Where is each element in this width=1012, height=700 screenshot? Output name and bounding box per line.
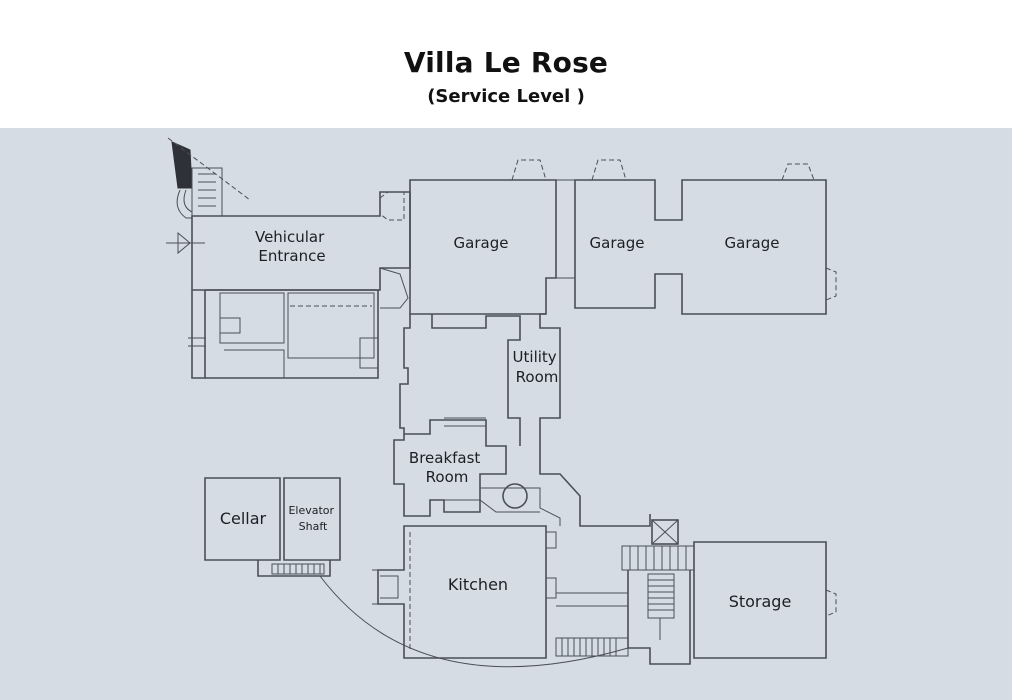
- storage-walls: [693, 541, 827, 659]
- label-breakfast-room: Breakfast Room: [409, 449, 485, 486]
- plan-subtitle: (Service Level ): [427, 86, 585, 107]
- passage-arc: [319, 575, 629, 668]
- label-kitchen: Kitchen: [448, 575, 508, 594]
- label-elevator-shaft: Elevator Shaft: [288, 504, 337, 533]
- label-cellar: Cellar: [220, 509, 267, 528]
- central-rooms: [393, 313, 651, 527]
- cellar-walls: [204, 477, 281, 561]
- floor-plan-drawing: Vehicular Entrance Garage Garage Garage …: [0, 128, 1012, 700]
- column-circle: [502, 483, 528, 509]
- label-garage-3: Garage: [725, 234, 780, 252]
- label-garage-2: Garage: [590, 234, 645, 252]
- label-utility-room: Utility Room: [513, 348, 562, 386]
- title-block: Villa Le Rose (Service Level ): [0, 0, 1012, 128]
- label-storage: Storage: [729, 592, 792, 611]
- floor-plan: Vehicular Entrance Garage Garage Garage …: [0, 128, 1012, 700]
- elevator-shaft-walls: [283, 477, 341, 561]
- storage-stair: [621, 519, 695, 665]
- entrance-ramp: [167, 137, 251, 219]
- garage-bays: [379, 159, 837, 301]
- cellar-stair: [257, 560, 331, 577]
- plan-title: Villa Le Rose: [403, 46, 609, 79]
- label-garage-1: Garage: [454, 234, 509, 252]
- plan-background: [0, 128, 1012, 700]
- label-vehicular-entrance: Vehicular Entrance: [255, 228, 329, 265]
- service-block: [188, 289, 379, 379]
- entrance-arrow-icon: [166, 231, 205, 255]
- kitchen-walls: [377, 525, 547, 659]
- garage-2-walls: [574, 179, 827, 315]
